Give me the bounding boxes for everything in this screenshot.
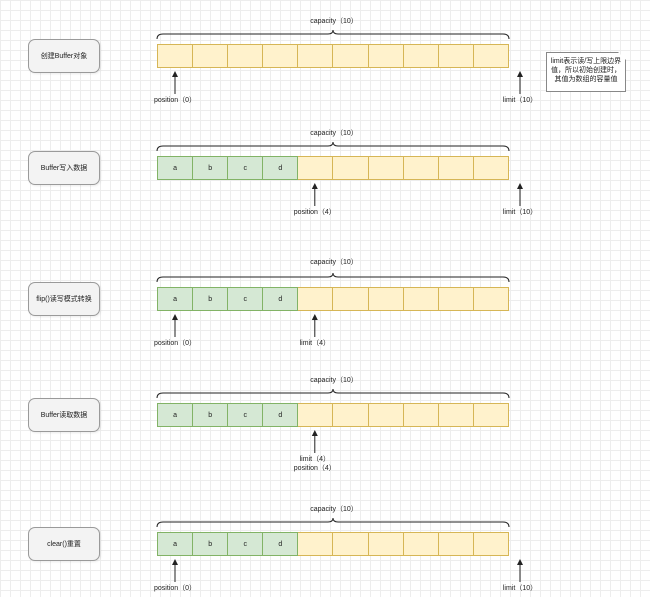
buffer-cell (472, 532, 509, 556)
arrow-head (517, 183, 523, 189)
buffer-cell: d (262, 156, 299, 180)
buffer-cell: d (262, 287, 299, 311)
pointer-label: limit（10） (502, 209, 538, 216)
buffer-cell (332, 532, 369, 556)
buffer-cell (192, 44, 229, 68)
arrow-head (172, 559, 178, 565)
buffer-cell: b (192, 403, 229, 427)
buffer-cell: b (192, 532, 229, 556)
pointer-label: position（0） (153, 97, 197, 104)
buffer-cell (297, 287, 334, 311)
buffer-cell (437, 532, 474, 556)
buffer-cell (332, 403, 369, 427)
buffer-cell: c (227, 156, 264, 180)
arrow-head (517, 559, 523, 565)
capacity-label: capacity（10） (310, 18, 358, 25)
buffer-cell (332, 44, 369, 68)
capacity-brace (156, 141, 510, 152)
row-label: clear()重置 (28, 527, 100, 561)
buffer-cell (297, 532, 334, 556)
pointer-label: limit（4） position（4） (293, 456, 336, 472)
buffer-cell: c (227, 287, 264, 311)
buffer-cell (157, 44, 194, 68)
capacity-brace (156, 29, 510, 40)
arrow-head (311, 183, 318, 189)
buffer-cell (437, 287, 474, 311)
note-callout: limit表示读/写上限边界值，所以初始创建时，其值为数组的容量值 (546, 52, 626, 92)
row-label: flip()读写模式转换 (28, 282, 100, 316)
buffer-array (157, 44, 509, 68)
buffer-cell (472, 44, 509, 68)
buffer-cell: b (192, 287, 229, 311)
pointer-label: position（0） (153, 585, 197, 592)
buffer-cell (367, 156, 404, 180)
buffer-cell (262, 44, 299, 68)
buffer-cell (367, 44, 404, 68)
buffer-cell (402, 156, 439, 180)
buffer-cell: d (262, 403, 299, 427)
arrow-head (172, 71, 178, 77)
buffer-cell: c (227, 403, 264, 427)
buffer-cell (367, 403, 404, 427)
buffer-cell: a (157, 532, 194, 556)
buffer-cell: a (157, 403, 194, 427)
arrow-head (311, 430, 318, 436)
pointer-label: limit（10） (502, 585, 538, 592)
buffer-cell (402, 532, 439, 556)
pointer-label: limit（10） (502, 97, 538, 104)
buffer-cell (402, 287, 439, 311)
capacity-label: capacity（10） (310, 377, 358, 384)
buffer-cell: b (192, 156, 229, 180)
buffer-cell (472, 403, 509, 427)
buffer-cell (437, 156, 474, 180)
capacity-brace (156, 272, 510, 283)
buffer-cell (472, 156, 509, 180)
buffer-cell (367, 287, 404, 311)
capacity-label: capacity（10） (310, 259, 358, 266)
capacity-label: capacity（10） (310, 506, 358, 513)
buffer-cell (402, 403, 439, 427)
buffer-cell (297, 403, 334, 427)
buffer-cell (227, 44, 264, 68)
buffer-cell (297, 44, 334, 68)
capacity-label: capacity（10） (310, 130, 358, 137)
buffer-cell (402, 44, 439, 68)
row-label: 创建Buffer对象 (28, 39, 100, 73)
buffer-cell (472, 287, 509, 311)
row-label: Buffer写入数据 (28, 151, 100, 185)
buffer-cell (437, 403, 474, 427)
buffer-cell: d (262, 532, 299, 556)
arrow-head (311, 314, 318, 320)
pointer-label: position（0） (153, 340, 197, 347)
buffer-cell (437, 44, 474, 68)
buffer-cell (297, 156, 334, 180)
capacity-brace (156, 388, 510, 399)
pointer-label: limit（4） (299, 340, 330, 347)
buffer-cell (332, 156, 369, 180)
arrow-head (172, 314, 178, 320)
buffer-cell: a (157, 287, 194, 311)
arrow-head (517, 71, 523, 77)
capacity-brace (156, 517, 510, 528)
buffer-cell (332, 287, 369, 311)
pointer-label: position（4） (293, 209, 336, 216)
buffer-cell: a (157, 156, 194, 180)
row-label: Buffer读取数据 (28, 398, 100, 432)
buffer-cell: c (227, 532, 264, 556)
buffer-cell (367, 532, 404, 556)
